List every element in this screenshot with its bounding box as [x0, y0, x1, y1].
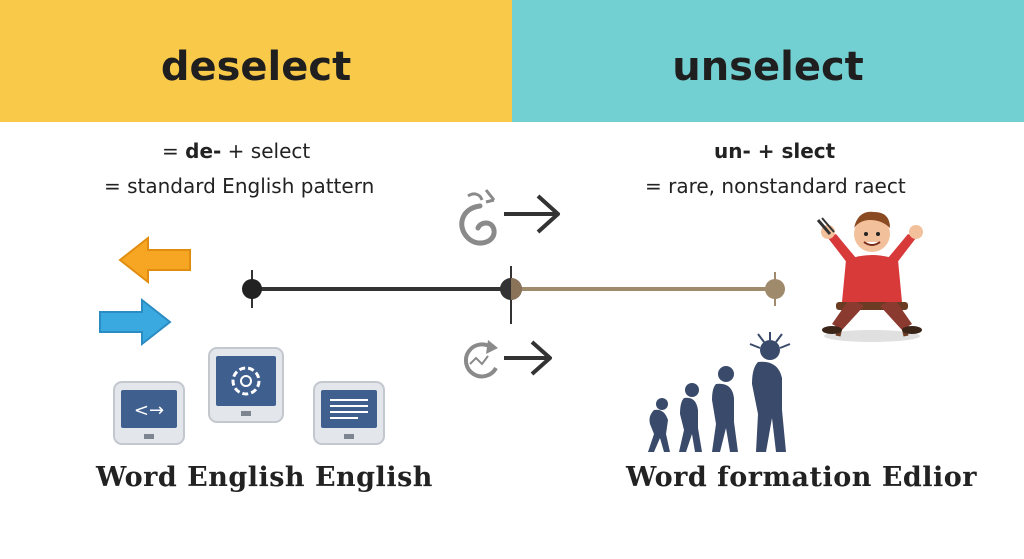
right-caption: Word formation Edlior [626, 462, 978, 493]
timeline-start-dot [242, 279, 262, 299]
monitor-settings-icon [208, 347, 284, 423]
left-caption: Word English English [96, 462, 433, 493]
left-formula-rest: + select [221, 139, 311, 163]
left-title: deselect [160, 44, 352, 90]
left-formula-prefix: = [162, 139, 186, 163]
left-formula-prefix-bold: de- [185, 139, 222, 163]
left-note: = standard English pattern [104, 174, 375, 198]
right-title: unselect [672, 44, 864, 90]
timeline [242, 266, 785, 324]
evolution-silhouettes-icon [648, 332, 791, 452]
svg-text:<→: <→ [134, 400, 164, 421]
left-formula: = de- + select [162, 139, 310, 163]
monitor-code-icon: <→ [113, 381, 185, 445]
refresh-arrow-icon [463, 340, 552, 379]
left-header-band: deselect [0, 0, 512, 122]
right-note: = rare, nonstandard raect [645, 174, 906, 198]
arrow-left-icon [118, 235, 191, 285]
right-formula: un- + slect [714, 139, 836, 163]
cheering-person-icon [816, 211, 923, 342]
arrow-right-icon [99, 297, 172, 347]
monitor-document-icon [313, 381, 385, 445]
hook-arrow-icon [459, 189, 560, 246]
timeline-end-dot [765, 279, 785, 299]
right-header-band: unselect [512, 0, 1024, 122]
